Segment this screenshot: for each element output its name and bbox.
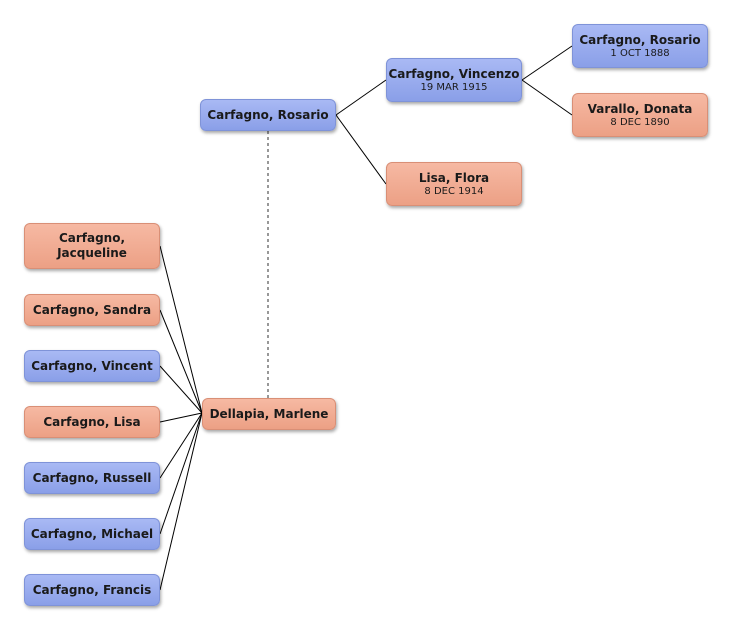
person-node-francis[interactable]: Carfagno, Francis — [24, 574, 160, 606]
person-node-rosario-sr[interactable]: Carfagno, Rosario 1 OCT 1888 — [572, 24, 708, 68]
person-name: Carfagno, Rosario — [207, 107, 329, 122]
person-date: 1 OCT 1888 — [610, 47, 670, 59]
person-name: Dellapia, Marlene — [209, 406, 329, 421]
person-name: Lisa, Flora — [418, 170, 490, 185]
person-date: 8 DEC 1890 — [610, 116, 670, 128]
person-name: Carfagno, Lisa — [43, 414, 141, 429]
person-node-vincenzo[interactable]: Carfagno, Vincenzo 19 MAR 1915 — [386, 58, 522, 102]
person-name: Carfagno, Sandra — [32, 302, 152, 317]
person-node-flora[interactable]: Lisa, Flora 8 DEC 1914 — [386, 162, 522, 206]
person-name: Varallo, Donata — [587, 101, 693, 116]
person-node-donata[interactable]: Varallo, Donata 8 DEC 1890 — [572, 93, 708, 137]
person-node-vincent[interactable]: Carfagno, Vincent — [24, 350, 160, 382]
connector-line — [159, 365, 203, 414]
connector-line — [159, 412, 203, 423]
person-name: Carfagno, Michael — [30, 526, 154, 541]
person-node-lisa[interactable]: Carfagno, Lisa — [24, 406, 160, 438]
connector-line — [335, 79, 387, 116]
person-name: Carfagno, Francis — [32, 582, 152, 597]
person-node-russell[interactable]: Carfagno, Russell — [24, 462, 160, 494]
connector-line — [159, 412, 203, 591]
connector-line — [159, 245, 203, 414]
connector-line — [159, 412, 203, 479]
person-node-marlene[interactable]: Dellapia, Marlene — [202, 398, 336, 430]
connector-line — [159, 412, 203, 535]
person-name: Carfagno, Jacqueline — [57, 231, 127, 260]
person-node-jacqueline[interactable]: Carfagno, Jacqueline — [24, 223, 160, 269]
person-node-michael[interactable]: Carfagno, Michael — [24, 518, 160, 550]
person-date: 19 MAR 1915 — [420, 81, 488, 93]
connector-line — [521, 45, 573, 81]
person-name: Carfagno, Russell — [32, 470, 152, 485]
connector-line — [335, 114, 387, 185]
connector-line — [521, 79, 573, 116]
person-name: Carfagno, Vincent — [31, 358, 153, 373]
person-name: Carfagno, Rosario — [579, 32, 701, 47]
person-name: Carfagno, Vincenzo — [388, 66, 520, 81]
connector-line — [159, 309, 203, 414]
person-date: 8 DEC 1914 — [424, 185, 484, 197]
person-node-sandra[interactable]: Carfagno, Sandra — [24, 294, 160, 326]
person-node-rosario-root[interactable]: Carfagno, Rosario — [200, 99, 336, 131]
